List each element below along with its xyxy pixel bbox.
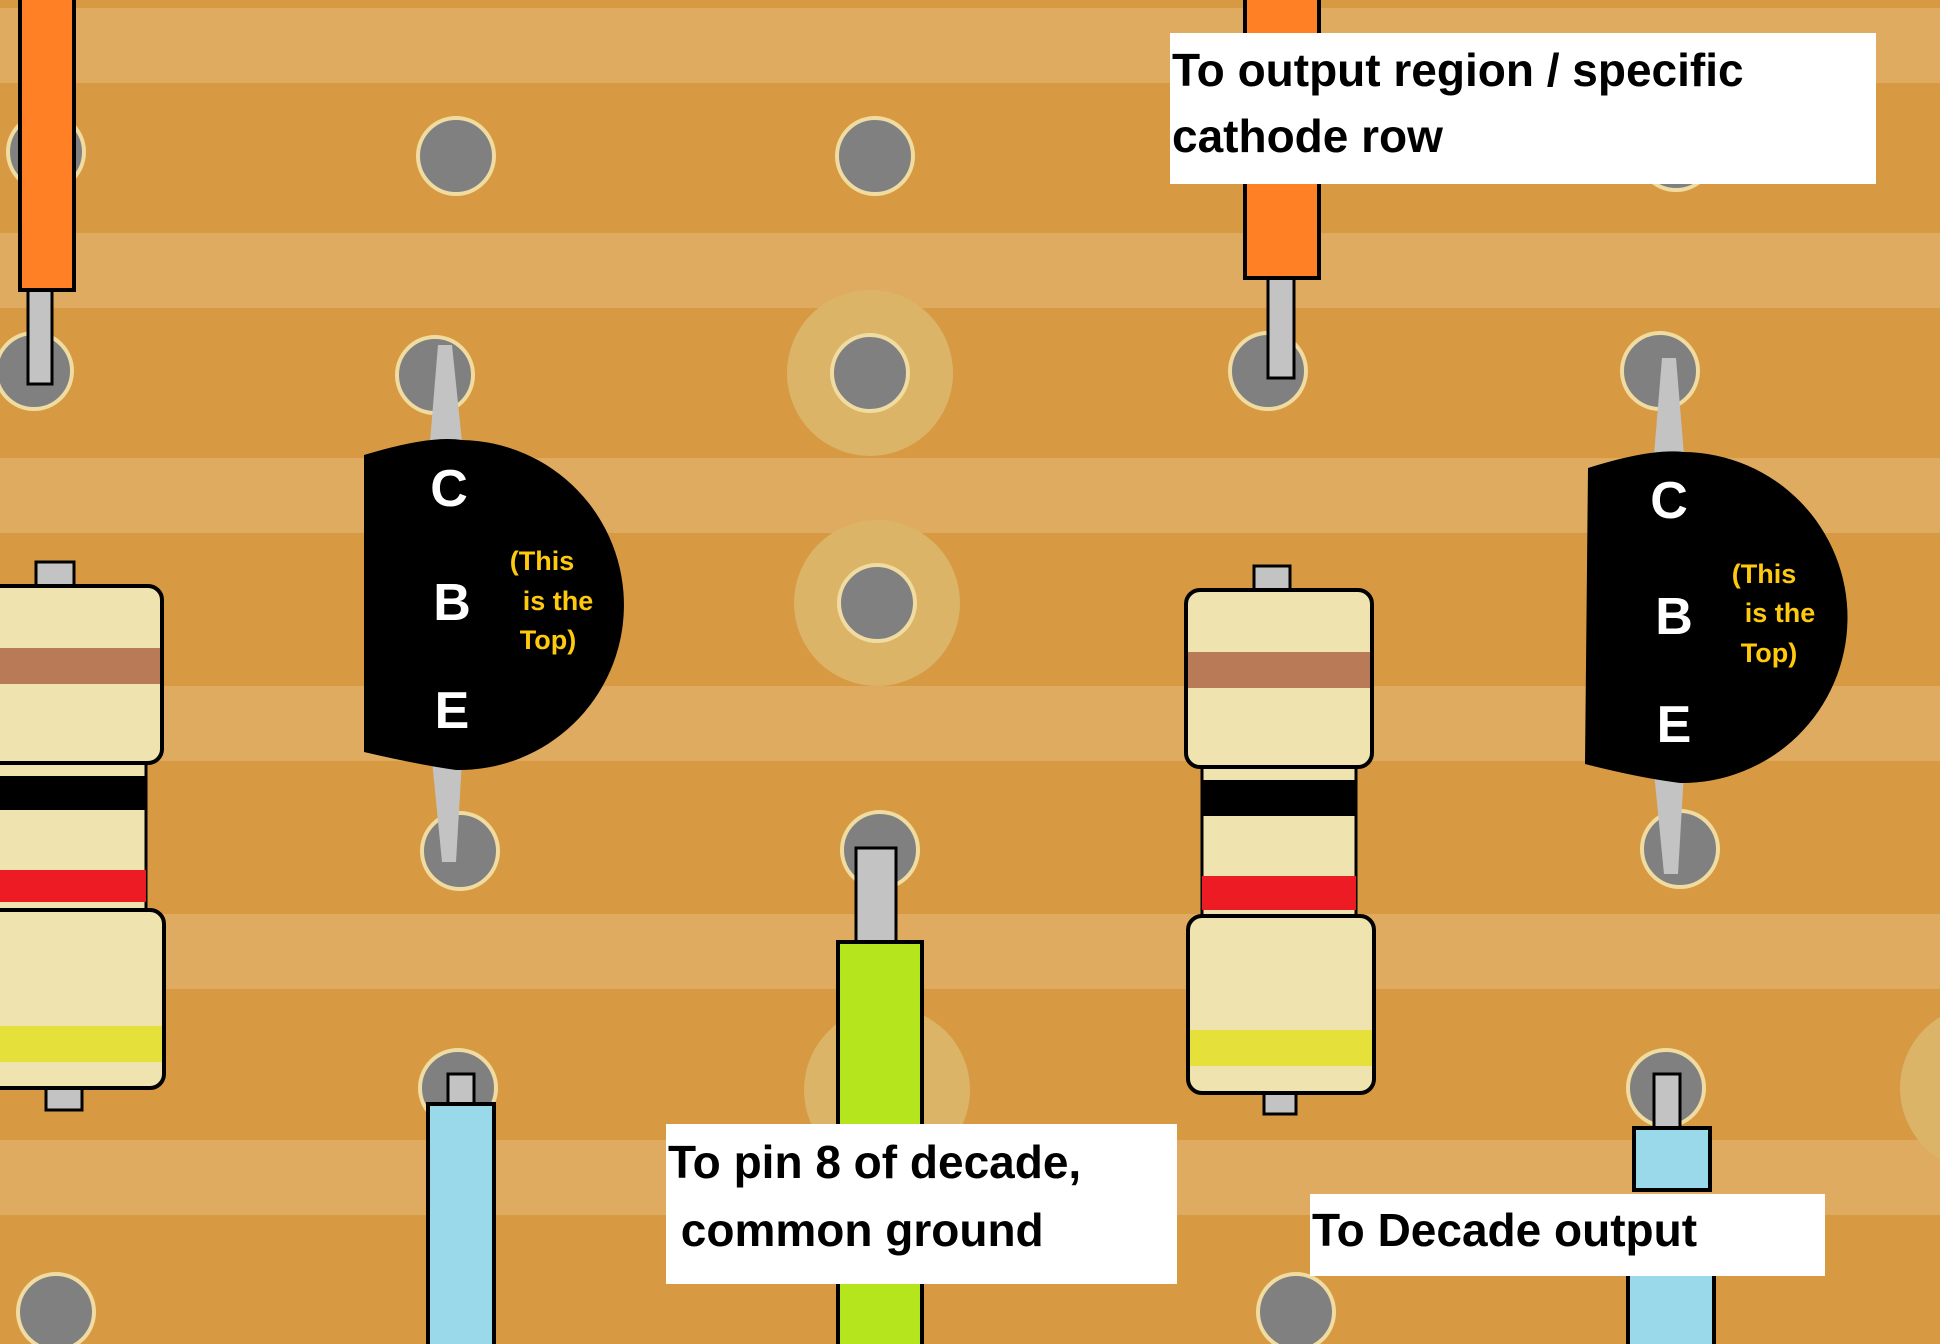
- top-note-line: is the: [1745, 598, 1816, 628]
- transistor-body: [364, 439, 624, 771]
- blue-wire-left: [426, 1072, 496, 1344]
- wire-lead: [854, 846, 898, 950]
- band-black: [1202, 780, 1356, 816]
- wire-insulation: [18, 0, 76, 292]
- hole: [837, 563, 917, 643]
- hole: [16, 1272, 96, 1344]
- wire-lead: [1266, 268, 1296, 380]
- transistor-body: [1585, 451, 1848, 784]
- emitter-lead: [432, 760, 462, 862]
- transistor-1: C B E (This is the Top): [364, 439, 624, 771]
- band-red: [1202, 876, 1356, 910]
- collector-lead: [430, 345, 462, 442]
- label-line: To output region / specific: [1172, 44, 1744, 96]
- band-brown: [1188, 652, 1370, 688]
- emitter-lead: [1654, 772, 1684, 874]
- wire-insulation: [1632, 1126, 1712, 1192]
- wire-lead: [26, 282, 54, 386]
- collector-label: C: [430, 460, 468, 518]
- wire-insulation: [426, 1102, 496, 1344]
- top-note-line: Top): [1741, 638, 1797, 668]
- label-box: [666, 1124, 1177, 1284]
- band-red: [0, 870, 146, 902]
- collector-label: C: [1650, 472, 1688, 530]
- orange-wire-left: [18, 0, 76, 386]
- label-bottom-middle: To pin 8 of decade, common ground: [666, 1124, 1177, 1284]
- hole: [830, 333, 910, 413]
- copper-strip: [0, 914, 1940, 989]
- emitter-label: E: [1657, 696, 1692, 754]
- band-black: [0, 776, 146, 810]
- resistor-2: [1184, 564, 1376, 1116]
- transistor-2: C B E (This is the Top): [1585, 451, 1848, 784]
- resistor-lead: [1252, 564, 1292, 592]
- base-label: B: [433, 574, 471, 632]
- label-box: [1310, 1194, 1825, 1276]
- resistor-1: [0, 560, 166, 1112]
- top-note-line: Top): [520, 625, 576, 655]
- wire-lead: [446, 1072, 476, 1108]
- wire-insulation: [1626, 1270, 1716, 1344]
- band-brown: [0, 648, 160, 684]
- hole: [416, 116, 496, 196]
- hole: [835, 116, 915, 196]
- label-bottom-right: To Decade output: [1310, 1194, 1825, 1276]
- label-line: common ground: [668, 1204, 1044, 1256]
- top-note-line: is the: [523, 586, 594, 616]
- band-yellow: [1190, 1030, 1372, 1066]
- resistor-lead: [34, 560, 76, 588]
- band-yellow: [0, 1026, 162, 1062]
- label-line: cathode row: [1172, 110, 1443, 162]
- label-line: To Decade output: [1312, 1204, 1697, 1256]
- hole: [1256, 1272, 1336, 1344]
- label-top-right: To output region / specific cathode row: [1170, 33, 1876, 184]
- resistor-end-cap: [1186, 914, 1376, 1095]
- top-note-line: (This: [1732, 559, 1797, 589]
- label-box: [1170, 33, 1876, 184]
- emitter-label: E: [435, 682, 470, 740]
- collector-lead: [1654, 358, 1684, 455]
- transistor-leads: [430, 345, 1684, 874]
- copper-pad: [1900, 1017, 1940, 1159]
- top-note-line: (This: [510, 546, 575, 576]
- hole: [420, 811, 500, 891]
- copper-strip: [0, 233, 1940, 308]
- base-label: B: [1655, 588, 1693, 646]
- label-line: To pin 8 of decade,: [668, 1136, 1081, 1188]
